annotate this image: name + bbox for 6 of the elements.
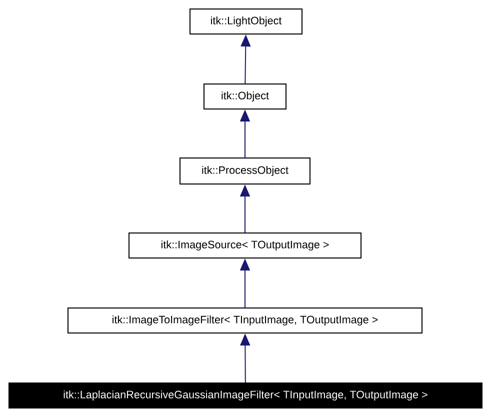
class-box: itk::ImageSource< TOutputImage > — [128, 232, 362, 258]
class-box: itk::ProcessObject — [180, 158, 310, 184]
class-box: itk::LightObject — [190, 8, 302, 34]
class-box: itk::ImageToImageFilter< TInputImage, TOutputImage > — [68, 308, 422, 334]
current-class-box: itk::LaplacianRecursiveGaussianImageFilter< TInputImage, TOutputImage > — [8, 382, 482, 408]
class-box: itk::Object — [204, 84, 286, 110]
